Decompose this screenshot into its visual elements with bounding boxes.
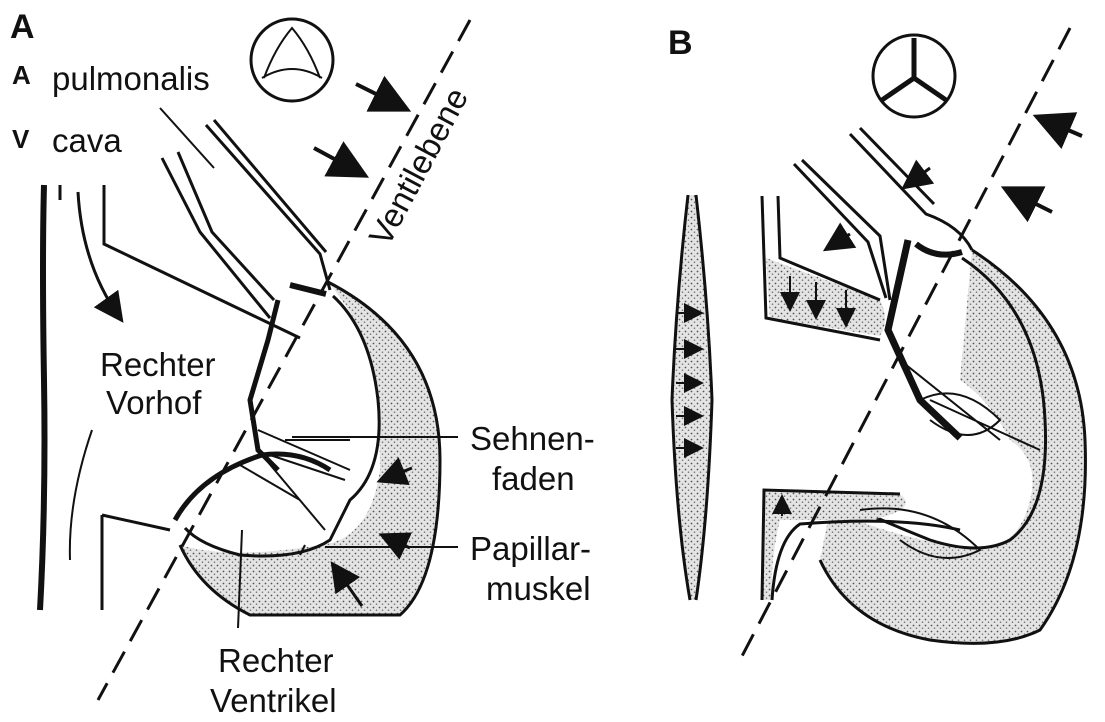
leaflet-arrow-b2: [828, 234, 850, 248]
ventricle-wall: [180, 282, 440, 615]
ventilebene-label: Ventilebene: [362, 82, 476, 252]
valve-symbol-open: [251, 19, 333, 101]
valve-plane-arrow-1: [356, 84, 404, 108]
flow-arrow-atrium: [78, 192, 120, 318]
panel-b-letter: B: [668, 24, 693, 62]
pulmonalis-label: pulmonalis: [52, 60, 210, 97]
sehnenfaden-label-1: Sehnen-: [470, 420, 595, 457]
rechter-vorhof-label-2: Vorhof: [106, 384, 202, 421]
vena-cava-b: [672, 195, 712, 600]
valve-plane-arrow-b1: [1040, 118, 1082, 136]
valve-plane-arrow-b2: [1008, 190, 1052, 212]
a-prefix: A: [12, 60, 31, 90]
panel-b: B: [668, 24, 1085, 660]
rechter-vorhof-label-1: Rechter: [100, 346, 216, 383]
atrium-detail-line: [70, 430, 92, 560]
valve-plane-arrow-2: [314, 148, 362, 174]
panel-a-letter: A: [10, 8, 35, 46]
v-prefix: V: [12, 124, 30, 154]
rechter-ventrikel-label-2: Ventrikel: [210, 682, 337, 719]
papillarmuskel-label-2: muskel: [486, 570, 591, 607]
papillarmuskel-label-1: Papillar-: [470, 530, 591, 567]
rechter-ventrikel-label-1: Rechter: [218, 642, 334, 679]
sehnenfaden-label-2: faden: [492, 460, 575, 497]
valve-symbol-closed: [873, 35, 955, 117]
cava-label: cava: [52, 122, 122, 159]
atrium-b-wall: [766, 258, 885, 336]
panel-a: A: [10, 8, 595, 719]
ventricle-inner: [185, 296, 379, 556]
